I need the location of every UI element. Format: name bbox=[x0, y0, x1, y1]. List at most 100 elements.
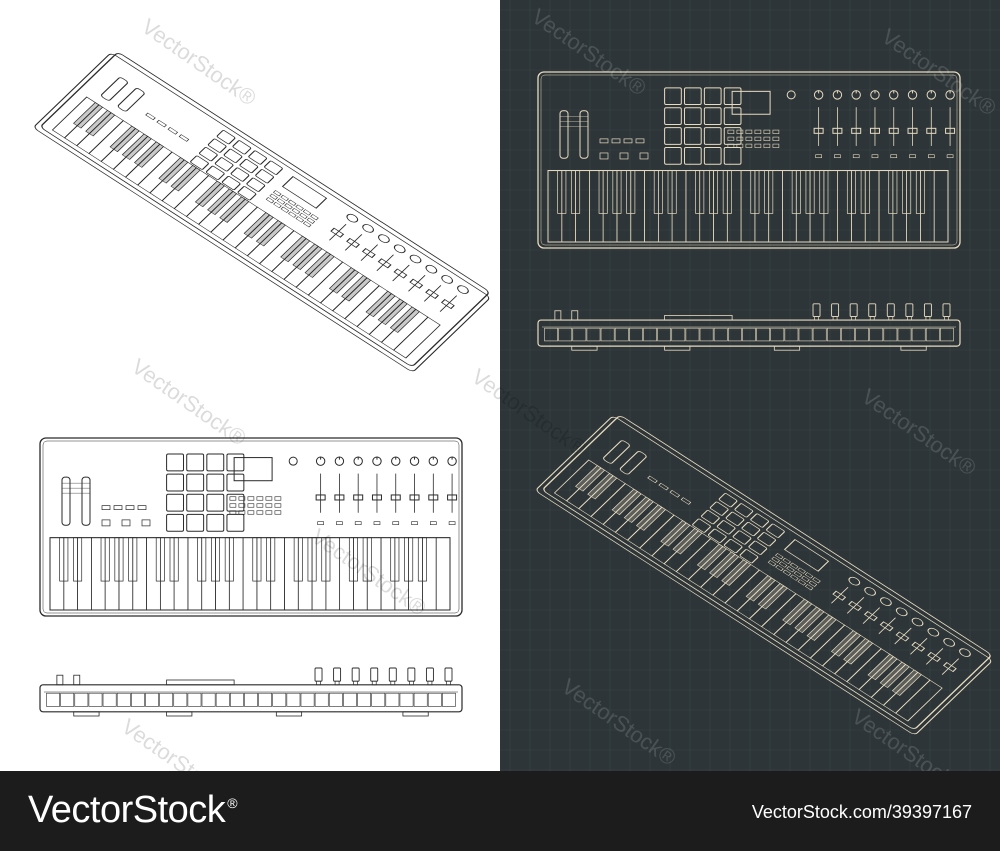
iso-knob bbox=[864, 587, 876, 596]
iso-fader-cap bbox=[330, 227, 345, 238]
channel-button bbox=[336, 521, 343, 525]
iso-black-key bbox=[575, 465, 606, 492]
iso-function-button bbox=[306, 217, 316, 224]
iso-drum-pad bbox=[264, 160, 283, 175]
front-key-face bbox=[713, 327, 728, 342]
front-key-face bbox=[102, 692, 117, 707]
channel-button bbox=[448, 521, 456, 525]
transport-button bbox=[137, 505, 147, 510]
black-key bbox=[362, 537, 372, 582]
lcd-display bbox=[233, 457, 273, 482]
iso-drum-pad bbox=[221, 175, 241, 191]
channel-button bbox=[834, 154, 841, 159]
iso-drum-pad bbox=[716, 520, 736, 535]
iso-black-key bbox=[891, 669, 922, 696]
function-button bbox=[745, 143, 753, 148]
iso-function-button bbox=[273, 190, 282, 197]
black-key bbox=[860, 170, 870, 214]
iso-drum-pad bbox=[207, 138, 227, 153]
front-key-face bbox=[940, 327, 954, 342]
iso-fader-track bbox=[392, 264, 410, 282]
function-button bbox=[265, 510, 273, 515]
front-key-face bbox=[187, 692, 202, 707]
iso-black-key bbox=[85, 109, 116, 137]
front-key-face bbox=[671, 327, 686, 342]
iso-drum-pad bbox=[216, 130, 236, 145]
iso-drum-pad bbox=[707, 528, 727, 543]
function-button bbox=[265, 496, 273, 501]
iso-drum-pad bbox=[709, 501, 729, 516]
drum-pad bbox=[186, 513, 205, 532]
iso-function-button bbox=[302, 221, 312, 228]
transport-button bbox=[599, 138, 609, 144]
front-knob-shaft bbox=[446, 680, 451, 686]
iso-knob bbox=[362, 224, 374, 233]
front-knob-shaft bbox=[925, 316, 931, 321]
drum-pad bbox=[664, 87, 682, 106]
transport-button bbox=[113, 505, 123, 510]
fader-cap bbox=[409, 494, 420, 501]
iso-lcd-display bbox=[783, 539, 830, 572]
iso-black-key bbox=[243, 212, 274, 239]
channel-button bbox=[815, 154, 822, 159]
drum-pad bbox=[206, 473, 225, 492]
mod-wheel bbox=[81, 476, 91, 526]
front-key-face bbox=[699, 327, 714, 342]
transport-button bbox=[125, 505, 135, 510]
iso-fader-cap bbox=[361, 248, 376, 259]
function-button bbox=[736, 136, 744, 141]
iso-function-button bbox=[299, 212, 308, 220]
iso-black-key bbox=[635, 504, 667, 531]
iso-fader-track bbox=[408, 274, 426, 292]
front-wheel-profile bbox=[554, 310, 562, 321]
front-knob-shaft bbox=[814, 316, 819, 321]
front-knob-shaft bbox=[371, 680, 377, 686]
octave-button bbox=[639, 152, 649, 160]
encoder-knob bbox=[786, 90, 796, 100]
fader-cap bbox=[813, 127, 824, 134]
iso-function-button bbox=[310, 214, 319, 221]
front-knob-shaft bbox=[944, 316, 949, 321]
iso-drum-pad bbox=[734, 503, 754, 518]
function-button bbox=[763, 143, 771, 148]
iso-drum-pad bbox=[766, 523, 785, 538]
iso-function-button bbox=[295, 204, 304, 211]
iso-black-key bbox=[709, 551, 740, 578]
iso-function-button bbox=[789, 562, 799, 569]
knob bbox=[353, 456, 363, 466]
black-key bbox=[266, 537, 276, 582]
knob bbox=[391, 456, 401, 466]
iso-black-key bbox=[292, 243, 323, 271]
black-key bbox=[750, 170, 760, 214]
iso-drum-pad bbox=[214, 157, 234, 172]
front-key-face bbox=[60, 692, 75, 707]
iso-function-button bbox=[782, 557, 791, 565]
function-button bbox=[754, 129, 762, 134]
octave-button bbox=[599, 152, 609, 160]
drum-pad bbox=[226, 453, 245, 472]
keyboard-body-outline bbox=[537, 71, 961, 249]
iso-fader-cap bbox=[895, 631, 910, 642]
front-pad-profile bbox=[166, 679, 235, 686]
iso-drum-pad bbox=[750, 513, 770, 528]
iso-black-key bbox=[623, 496, 654, 523]
iso-drum-pad bbox=[246, 177, 266, 192]
front-foot bbox=[402, 711, 429, 717]
front-wheel-profile bbox=[73, 674, 81, 686]
iso-pitch-wheel bbox=[603, 440, 630, 464]
iso-black-key bbox=[341, 275, 372, 302]
front-key-face bbox=[46, 692, 60, 707]
iso-function-button bbox=[775, 553, 784, 560]
drum-pad bbox=[683, 147, 702, 165]
iso-function-button bbox=[778, 561, 788, 568]
iso-drum-pad bbox=[205, 165, 225, 180]
black-key bbox=[819, 170, 829, 214]
front-knob-shaft bbox=[409, 680, 414, 686]
iso-fader-cap bbox=[942, 662, 957, 673]
iso-knob bbox=[393, 244, 406, 254]
black-key bbox=[598, 170, 608, 214]
channel-button bbox=[430, 521, 437, 525]
iso-drum-pad bbox=[739, 549, 759, 564]
iso-black-key bbox=[843, 638, 874, 665]
iso-drum-pad bbox=[700, 510, 720, 525]
